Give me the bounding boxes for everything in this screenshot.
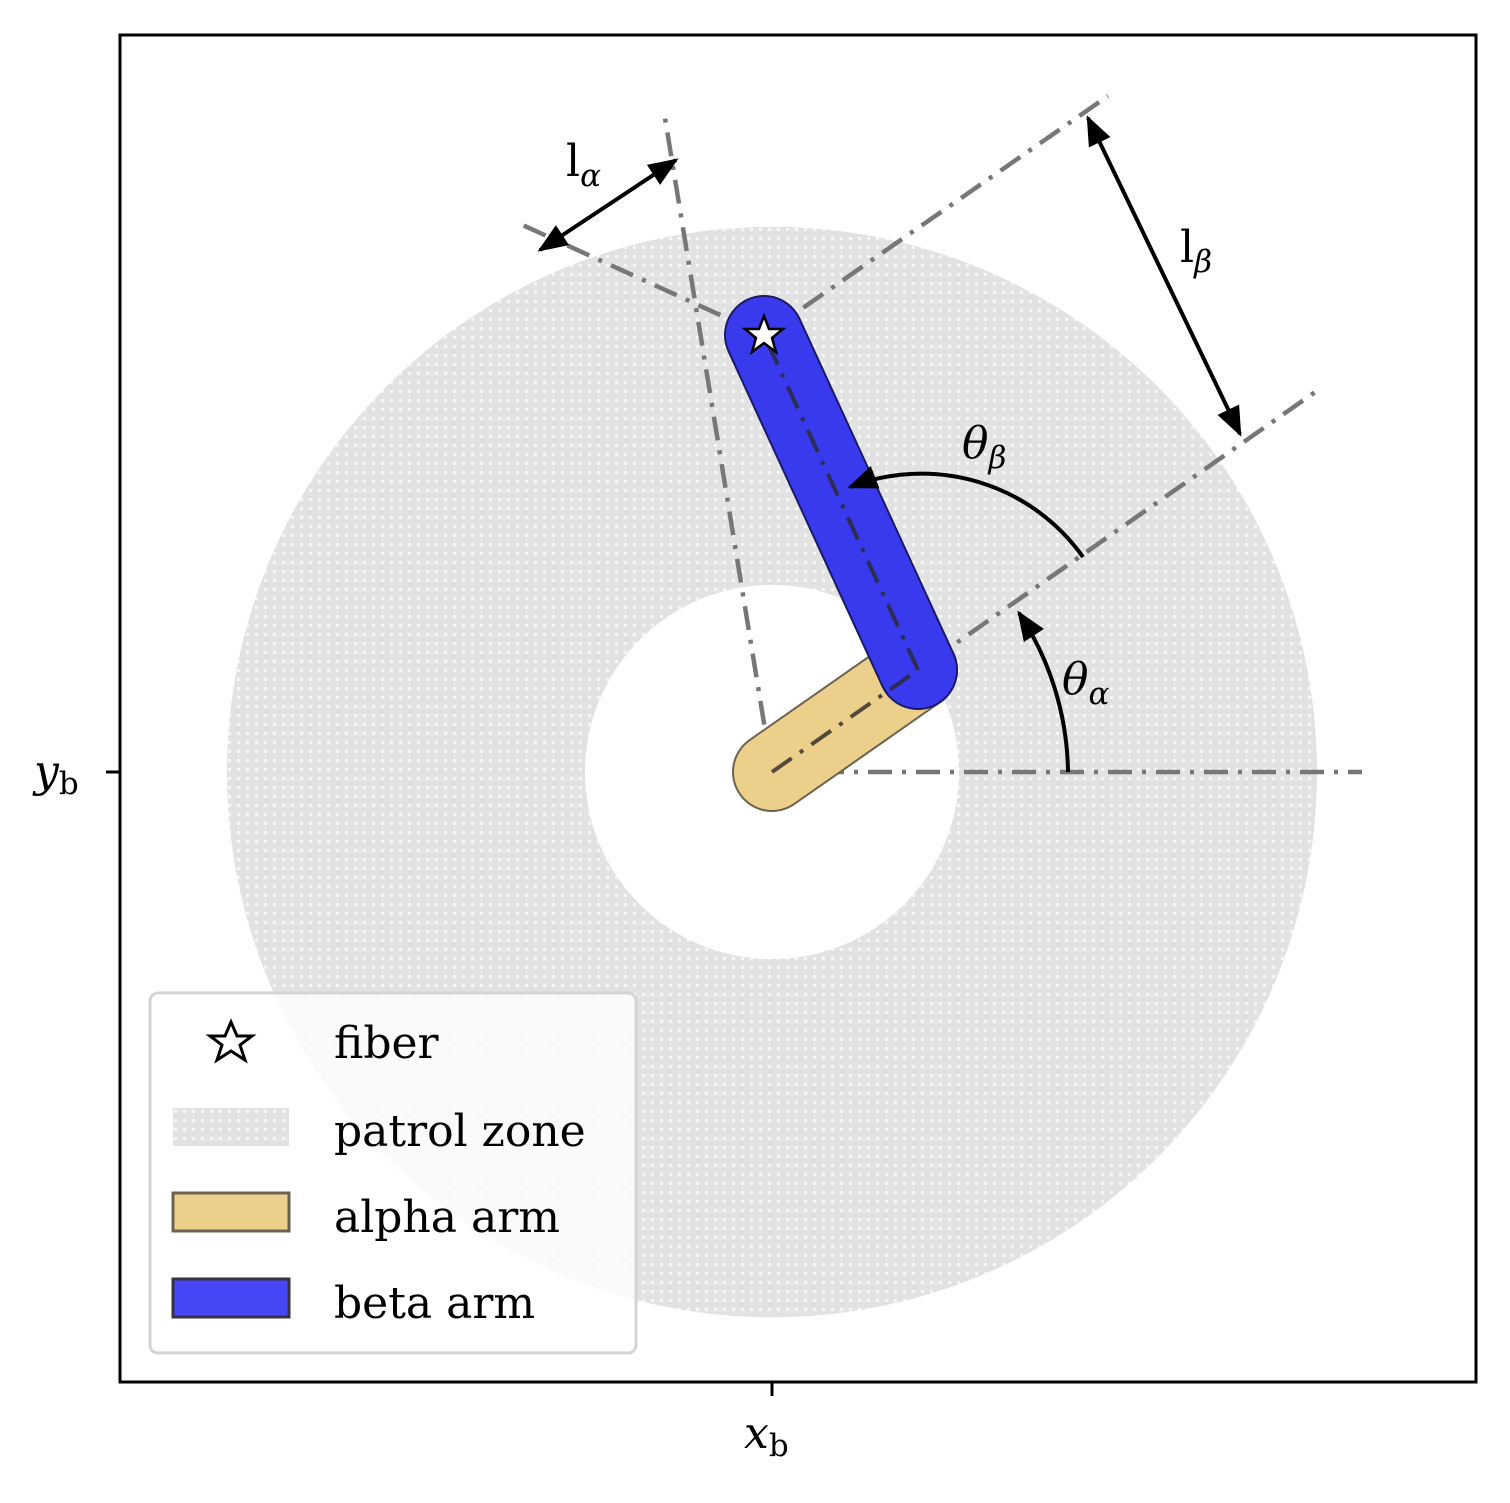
theta-beta-label: θβ [962, 418, 1006, 476]
alpha-extension-line [662, 117, 775, 773]
theta-alpha-arc [1017, 610, 1070, 773]
theta-beta-arc [847, 466, 1085, 559]
theta-alpha-label: θα [1062, 654, 1110, 712]
legend-fiber-star-icon [205, 1018, 257, 1064]
l-alpha-dimension-arrow [537, 158, 679, 252]
axes-frame [118, 33, 1478, 1384]
x-tick-label: xb [744, 1408, 789, 1464]
l-alpha-label: lα [566, 136, 601, 194]
legend-beta-arm-swatch [171, 1277, 291, 1319]
legend-label-fiber: fiber [334, 1018, 440, 1069]
legend-label-alpha-arm: alpha arm [334, 1192, 560, 1243]
legend-box [148, 991, 638, 1355]
legend-patrol-zone-swatch [173, 1108, 289, 1146]
legend-alpha-arm-swatch [171, 1191, 291, 1233]
beta-tip-perpendicular [762, 94, 1110, 337]
l-beta-dimension-arrow [1086, 115, 1242, 437]
fiber-star [741, 312, 787, 356]
legend-label-beta-arm: beta arm [334, 1278, 535, 1329]
y-tick-label: yb [32, 746, 79, 802]
legend: fiber patrol zone alpha arm beta arm [148, 991, 638, 1355]
l-beta-label: lβ [1180, 222, 1212, 280]
legend-label-patrol-zone: patrol zone [334, 1106, 586, 1157]
